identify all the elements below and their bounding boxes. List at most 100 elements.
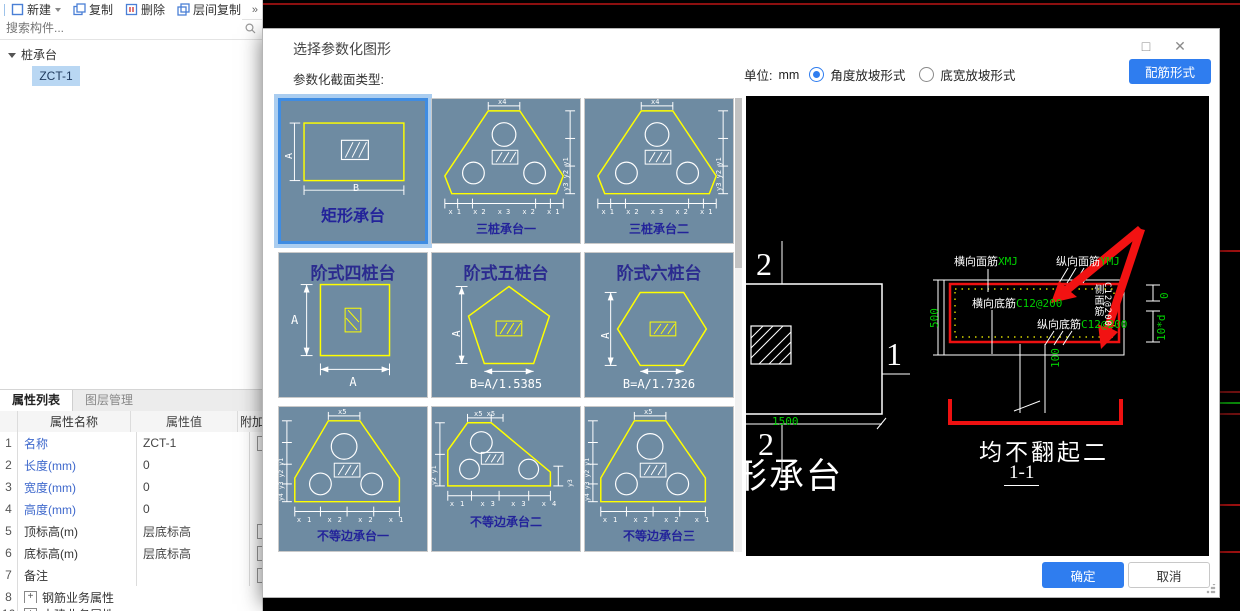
- dim-label: x5: [338, 408, 347, 416]
- row-num: 3: [0, 476, 18, 498]
- row-name[interactable]: +土建业务属性: [18, 603, 242, 611]
- expand-icon[interactable]: +: [24, 590, 37, 604]
- rect-cap-drawing: [289, 122, 405, 195]
- row-num: 1: [0, 432, 18, 454]
- search-input[interactable]: [0, 19, 242, 37]
- dim-label: x1 x2 x2 x1: [602, 516, 716, 524]
- unequal-cap-drawing: [434, 413, 564, 501]
- row-name: 顶标高(m): [18, 520, 137, 542]
- side-rebar-code: C12@200: [1102, 282, 1112, 327]
- new-button-label: 新建: [27, 3, 52, 17]
- thumb-label: 不等边承台二: [469, 515, 542, 529]
- label: 纵向底筋: [1037, 318, 1081, 331]
- row-value-cell[interactable]: ZCT-1: [137, 432, 250, 454]
- thumb-unequal-cap-3[interactable]: x5 y4 y3 y2 y1 x1 x2 x2 x1 不等边承台三: [583, 406, 734, 552]
- thumb-step-four-pile[interactable]: 阶式四桩台 A A: [278, 252, 428, 398]
- dim-label: B: [353, 183, 360, 194]
- tree-item-zct1[interactable]: ZCT-1: [32, 66, 80, 86]
- code: XMJ: [998, 255, 1018, 268]
- thumb-three-pile-1[interactable]: x4 y3 y2 y1 x1 x2 x3 x2 x1 三桩承台一: [431, 98, 581, 244]
- expand-icon[interactable]: +: [24, 607, 37, 611]
- thumb-step-five-pile[interactable]: 阶式五桩台 A B=A/1.5385: [431, 252, 581, 398]
- row-name: 备注: [18, 564, 137, 586]
- dim-label: A: [450, 330, 463, 337]
- ok-button[interactable]: 确定: [1042, 562, 1124, 588]
- row-extra: [242, 603, 270, 611]
- dim-label: x1 x2 x3 x2 x1: [601, 208, 717, 216]
- thumb-rect-cap[interactable]: A B 矩形承台: [278, 98, 428, 244]
- dim-label: y4 y3 y2 y1: [583, 457, 591, 501]
- property-tabbar: 属性列表 图层管理: [0, 389, 262, 413]
- bottom-width-slope-label: 底宽放坡形式: [940, 69, 1016, 83]
- section-mark-2-top: 2: [756, 246, 772, 282]
- cancel-button[interactable]: 取消: [1128, 562, 1210, 588]
- row-value-cell[interactable]: 层底标高: [137, 520, 250, 542]
- row-value-cell[interactable]: 层底标高: [137, 542, 250, 564]
- search-icon: [245, 23, 256, 34]
- dim-label: A: [599, 332, 612, 339]
- tab-property-list[interactable]: 属性列表: [0, 390, 74, 412]
- formula-label: B=A/1.7326: [622, 377, 696, 391]
- group-label: 钢筋业务属性: [42, 590, 115, 605]
- delete-icon: [125, 3, 138, 16]
- layer-copy-button[interactable]: 层间复制: [171, 0, 247, 19]
- row-value-cell[interactable]: 0: [137, 498, 250, 520]
- new-document-icon: [11, 3, 24, 16]
- dim-label: A: [291, 313, 299, 327]
- thumb-unequal-cap-2[interactable]: x5 x5 y2 y1 y3 x1 x3 x3 x4 不等边承台二: [430, 406, 581, 552]
- unit-options-row: 单位: mm 角度放坡形式 底宽放坡形式: [744, 65, 1015, 84]
- label: 横向面筋: [954, 255, 998, 268]
- thumbnail-scrollbar[interactable]: [735, 98, 742, 552]
- plan-caption-clipped: 形承台: [746, 457, 844, 496]
- step-six-pile-drawing: [604, 291, 708, 375]
- label: 横向底筋: [972, 297, 1016, 310]
- row-num: 4: [0, 498, 18, 520]
- layer-copy-icon: [177, 3, 190, 16]
- dialog-resize-grip[interactable]: [1206, 584, 1216, 594]
- new-button[interactable]: 新建: [5, 0, 67, 19]
- copy-button[interactable]: 复制: [67, 0, 119, 19]
- thumb-label: 不等边承台一: [316, 529, 389, 543]
- row-value-cell[interactable]: 0: [137, 454, 250, 476]
- scrollbar-thumb[interactable]: [735, 98, 742, 268]
- dropdown-caret-icon: [55, 7, 62, 12]
- formula-label: B=A/1.5385: [469, 377, 543, 391]
- dim-label: x4: [498, 98, 507, 106]
- row-value-cell[interactable]: 0: [137, 476, 250, 498]
- tree-node-label: 桩承台: [21, 48, 58, 62]
- thumb-three-pile-2[interactable]: x4 y3 y2 y1 x1 x2 x3 x2 x1 三桩承台二: [584, 98, 734, 244]
- top-horizontal-rebar-label: 横向面筋XMJ: [954, 253, 1018, 269]
- row-value-cell[interactable]: [137, 564, 250, 586]
- step-five-pile-drawing: [455, 285, 551, 375]
- bottom-width-slope-radio[interactable]: [919, 67, 935, 82]
- thumb-label: 不等边承台三: [622, 529, 695, 543]
- section-mark-1: 1: [886, 336, 902, 372]
- copy-icon: [73, 3, 86, 16]
- row-num: 8: [0, 586, 18, 608]
- toolbar-overflow-button[interactable]: »: [251, 3, 258, 16]
- row-name: 高度(mm): [18, 498, 137, 520]
- layer-copy-button-label: 层间复制: [193, 3, 242, 17]
- section-type-label: 参数化截面类型:: [293, 73, 384, 87]
- thumb-step-six-pile[interactable]: 阶式六桩台 A B=A/1.7326: [584, 252, 734, 398]
- row-name: 名称: [18, 432, 137, 454]
- header-name: 属性名称: [18, 411, 131, 432]
- step-four-pile-drawing: [300, 283, 391, 376]
- plan-width-dim: 1500: [772, 415, 799, 428]
- angle-slope-radio[interactable]: [809, 67, 825, 82]
- tab-layer-manage[interactable]: 图层管理: [85, 393, 134, 407]
- row-name: 长度(mm): [18, 454, 137, 476]
- close-icon[interactable]: ✕: [1174, 37, 1186, 54]
- dim-label: y3 y2 y1: [562, 157, 570, 191]
- tree-expander-icon: [8, 53, 16, 58]
- rebar-style-button[interactable]: 配筋形式: [1129, 59, 1211, 84]
- header-extra: 附加: [239, 415, 264, 429]
- top-vertical-rebar-label: 纵向面筋YMJ: [1056, 253, 1120, 269]
- tree-node-pile-cap[interactable]: 桩承台: [8, 46, 57, 63]
- delete-button[interactable]: 删除: [119, 0, 171, 19]
- code: YMJ: [1100, 255, 1120, 268]
- maximize-icon[interactable]: □: [1141, 38, 1151, 54]
- thumb-unequal-cap-1[interactable]: x5 y4 y3 y2 y1 x1 x2 x2 x1 不等边承台一: [277, 406, 428, 552]
- thumb-label: 三桩承台二: [628, 222, 689, 236]
- canvas-grid-line: [262, 3, 1240, 5]
